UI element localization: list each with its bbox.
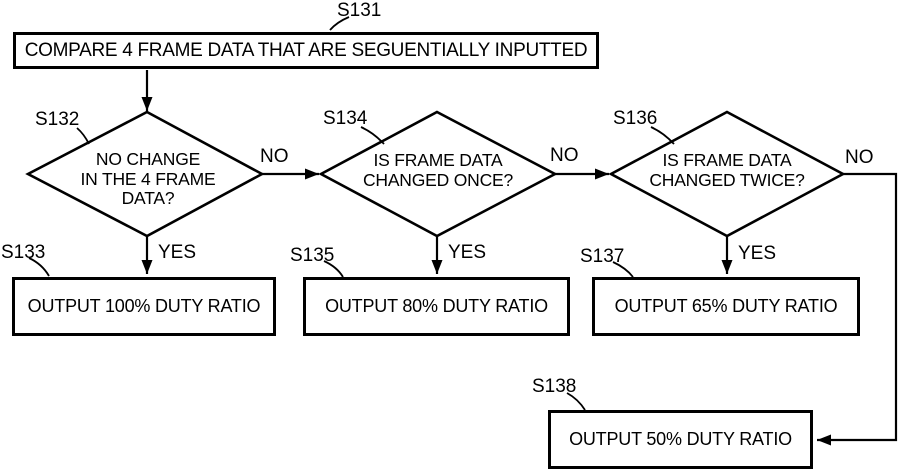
step-label-s132: S132 (35, 109, 80, 130)
decision-s136-line2: CHANGED TWICE? (649, 169, 805, 190)
arrow-s136-no-to-s138 (817, 172, 898, 446)
decision-s132-line3: DATA? (121, 188, 175, 208)
branch-label-no-s132: NO (260, 146, 289, 167)
step-label-s131: S131 (337, 0, 382, 21)
step-label-s133: S133 (1, 242, 46, 263)
decision-s136-line1: IS FRAME DATA (662, 150, 792, 170)
output-box-s137: OUTPUT 65% DUTY RATIO (592, 277, 860, 336)
decision-s132-line1: NO CHANGE (95, 149, 201, 169)
output-box-s133: OUTPUT 100% DUTY RATIO (12, 277, 276, 336)
decision-s134-line1: IS FRAME DATA (373, 150, 503, 170)
process-box-s131: COMPARE 4 FRAME DATA THAT ARE SEGUENTIAL… (13, 32, 599, 69)
leader-s131 (329, 16, 350, 31)
branch-label-no-s134: NO (550, 145, 579, 166)
leader-s137 (612, 261, 634, 278)
output-box-s138: OUTPUT 50% DUTY RATIO (548, 410, 813, 469)
step-label-s134: S134 (323, 108, 368, 129)
leader-s133 (28, 257, 50, 277)
branch-label-yes-s132: YES (158, 242, 197, 263)
output-box-s135: OUTPUT 80% DUTY RATIO (303, 277, 570, 336)
output-box-s137-text: OUTPUT 65% DUTY RATIO (614, 296, 838, 316)
decision-text-s134: IS FRAME DATA CHANGED ONCE? (340, 150, 536, 190)
leader-s135 (323, 260, 344, 278)
branch-label-yes-s136: YES (738, 243, 777, 264)
output-box-s138-text: OUTPUT 50% DUTY RATIO (569, 429, 792, 449)
leader-s138 (566, 392, 586, 411)
output-box-s133-text: OUTPUT 100% DUTY RATIO (27, 296, 261, 316)
step-label-s136: S136 (613, 108, 658, 129)
step-label-s135: S135 (290, 245, 335, 266)
step-label-s137: S137 (580, 246, 625, 267)
process-box-s131-text: COMPARE 4 FRAME DATA THAT ARE SEGUENTIAL… (24, 39, 588, 61)
decision-s132-line2: IN THE 4 FRAME (80, 168, 216, 189)
decision-s134-line2: CHANGED ONCE? (362, 169, 514, 190)
decision-text-s136: IS FRAME DATA CHANGED TWICE? (629, 150, 825, 190)
decision-text-s132: NO CHANGE IN THE 4 FRAME DATA? (50, 149, 246, 209)
step-label-s138: S138 (532, 376, 577, 397)
output-box-s135-text: OUTPUT 80% DUTY RATIO (325, 296, 548, 316)
leader-s136 (650, 126, 675, 145)
leader-s134 (360, 126, 385, 145)
leader-s132 (76, 127, 90, 145)
branch-label-yes-s134: YES (448, 242, 487, 263)
branch-label-no-s136: NO (845, 147, 874, 168)
